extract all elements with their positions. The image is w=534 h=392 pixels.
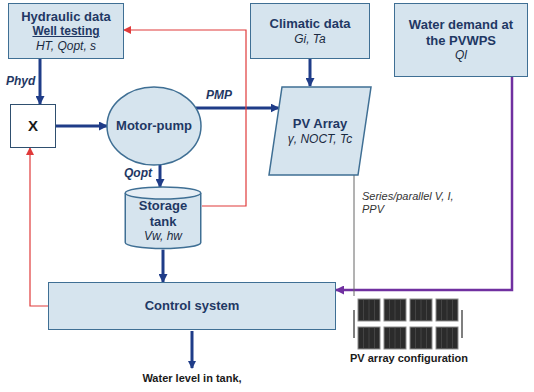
node-title: PV Array — [293, 116, 347, 132]
edge-label: PMP — [206, 88, 232, 102]
edge-label: Qopt — [124, 166, 152, 180]
flow-connector — [30, 148, 48, 306]
node-detail: Gi, Ta — [294, 32, 326, 46]
node-detail: Ql — [455, 48, 467, 62]
node-detail: Well testing — [32, 24, 99, 38]
node-title: Motor-pump — [116, 118, 192, 134]
node-detail: Vw, hw — [144, 229, 182, 243]
flow-connector — [196, 107, 279, 110]
pv-array-parallelogram: PV Arrayγ, NOCT, Tc — [268, 86, 372, 176]
node-title: Control system — [145, 298, 240, 314]
node-detail: HT, Qopt, s — [36, 39, 96, 53]
node-title: Climatic data — [270, 16, 351, 32]
edge-label: Phyd — [6, 74, 35, 88]
node-title: Hydraulic data — [21, 9, 111, 25]
node-title: PV array configuration — [350, 352, 468, 365]
motor-pump-circle: Motor-pump — [106, 86, 202, 166]
flow-connector — [162, 250, 165, 282]
node-title: Storage tank — [128, 198, 198, 229]
flow-connector — [56, 125, 107, 128]
storage-tank-cylinder: Storage tankVw, hw — [124, 186, 202, 250]
output-label: Water level in tank, — [142, 372, 241, 385]
node-detail: γ, NOCT, Tc — [288, 132, 352, 146]
data-box: Water demand at the PVWPSQl — [394, 3, 528, 77]
data-box: Hydraulic dataWell testingHT, Qopt, s — [8, 3, 124, 59]
flow-connector — [354, 173, 355, 296]
node-title: Water demand at the PVWPS — [400, 17, 522, 48]
node-title: X — [28, 117, 38, 135]
flow-connector — [159, 165, 162, 187]
data-box: Climatic dataGi, Ta — [250, 3, 370, 59]
panels-outline — [350, 296, 468, 352]
multiplier-box: X — [10, 104, 56, 148]
flow-connector — [39, 59, 42, 104]
edge-label: Series/parallel V, I, PPV — [362, 190, 458, 216]
pv-configuration: PV array configuration — [350, 296, 468, 388]
control-box: Control system — [48, 282, 336, 330]
output-arrow — [191, 331, 194, 368]
flow-connector — [309, 59, 312, 86]
